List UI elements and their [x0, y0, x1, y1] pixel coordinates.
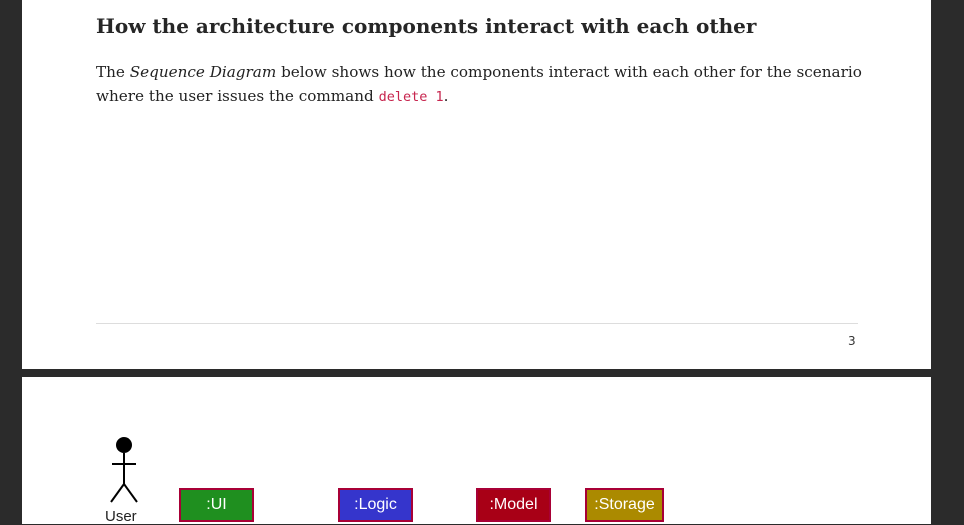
document-page-4: User :UI :Logic :Model :Storage [22, 377, 931, 525]
participant-ui: :UI [179, 488, 254, 522]
user-actor-icon [110, 437, 138, 503]
section-heading: How the architecture components interact… [96, 14, 757, 38]
paragraph-text-middle: below shows how the components interact … [96, 63, 862, 105]
intro-paragraph: The Sequence Diagram below shows how the… [96, 60, 866, 109]
page-number: 3 [848, 334, 856, 348]
user-actor-label: User [105, 508, 137, 525]
participant-logic: :Logic [338, 488, 413, 522]
footer-divider [96, 323, 858, 324]
sequence-diagram-emphasis: Sequence Diagram [129, 63, 277, 81]
document-page-3: How the architecture components interact… [22, 0, 931, 369]
command-code: delete 1 [378, 89, 444, 105]
paragraph-text-after: . [443, 87, 449, 105]
paragraph-text-before: The [96, 63, 130, 81]
participant-storage: :Storage [585, 488, 664, 522]
participant-model: :Model [476, 488, 551, 522]
